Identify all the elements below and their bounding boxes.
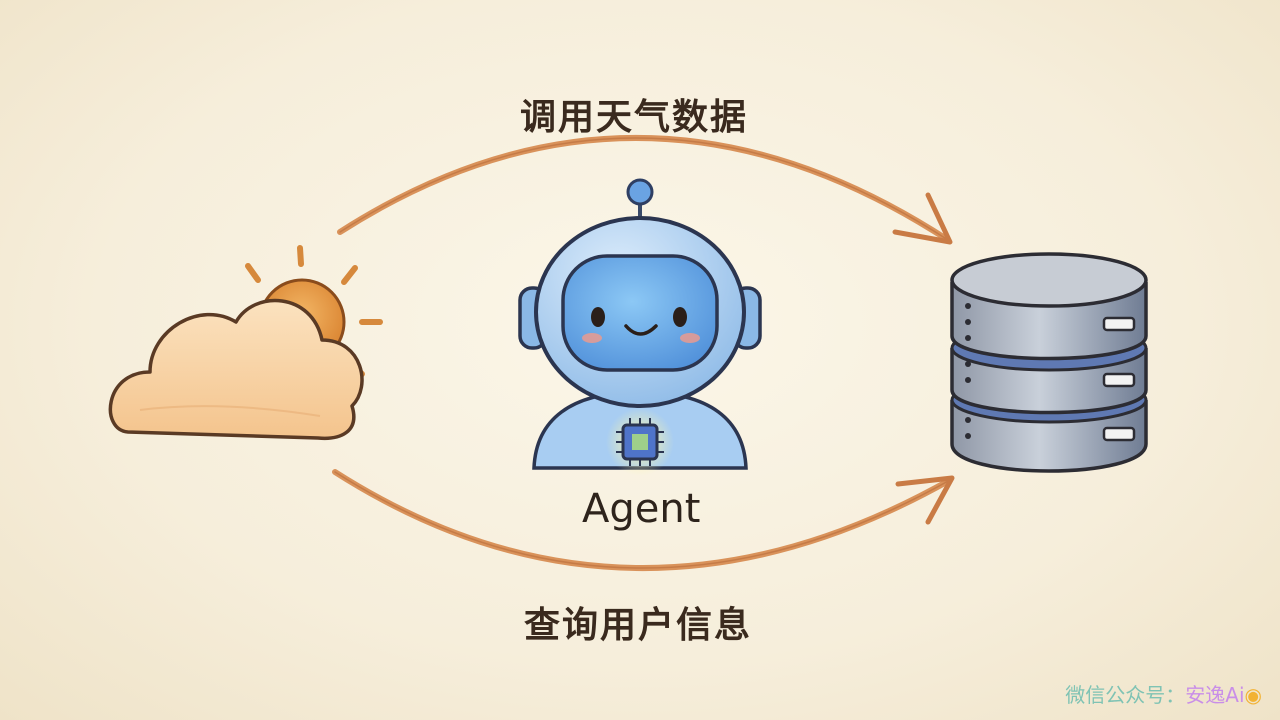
top-arrow-label: 调用天气数据 [520,97,749,138]
database-icon [950,252,1148,473]
bottom-arrow [332,469,955,572]
robot-agent-icon [518,178,762,476]
top-arrow [337,134,953,245]
bottom-arrow-label: 查询用户信息 [524,605,753,646]
weather-cloud-sun-icon [108,245,383,441]
agent-label: Agent [582,486,701,532]
watermark-name: 安逸Ai [1185,683,1245,707]
watermark: 微信公众号：安逸Ai◉ [1065,679,1262,708]
watermark-prefix: 微信公众号： [1065,683,1186,707]
chip-icon [606,408,674,476]
duck-icon: ◉ [1244,683,1262,707]
